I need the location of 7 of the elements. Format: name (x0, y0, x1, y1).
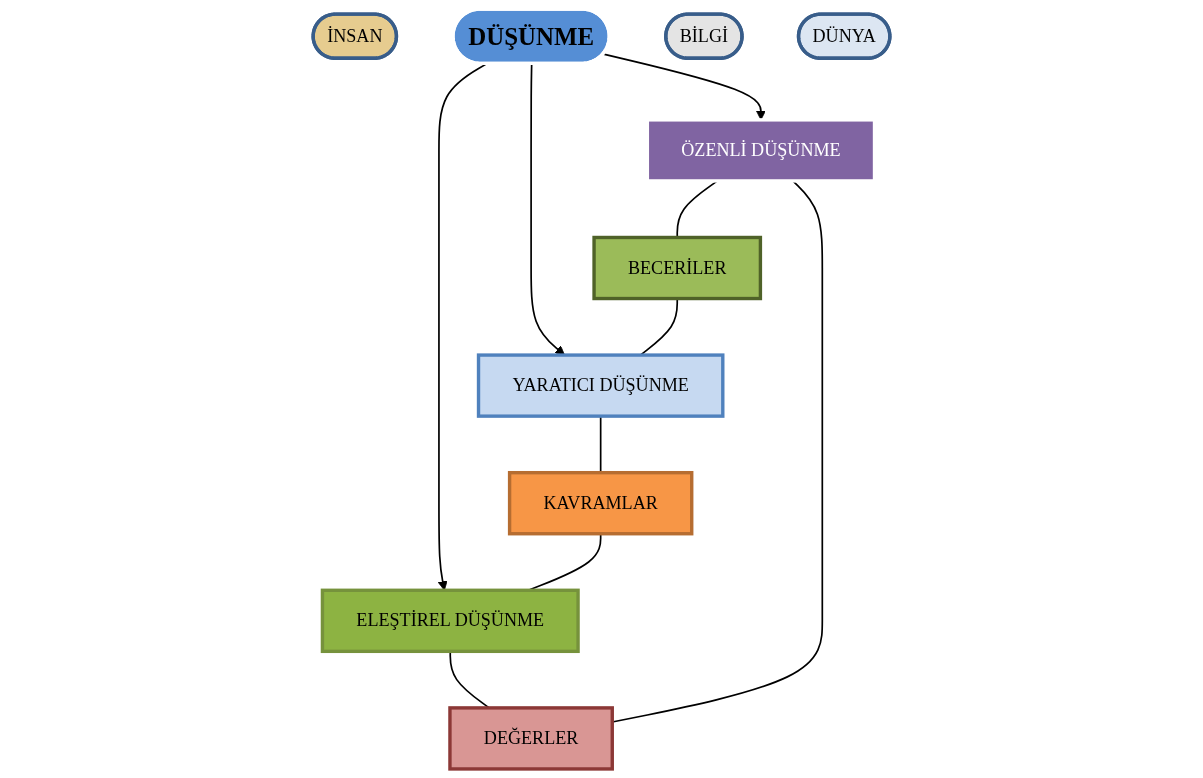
arrow (437, 63, 488, 591)
node-box: DEĞERLER (448, 706, 614, 771)
node-box: BECERİLER (592, 235, 763, 301)
node-box: YARATICI DÜŞÜNME (476, 353, 725, 418)
node-box: KAVRAMLAR (507, 471, 694, 536)
node-box: ELEŞTİREL DÜŞÜNME (320, 588, 580, 654)
arrow (530, 63, 565, 356)
